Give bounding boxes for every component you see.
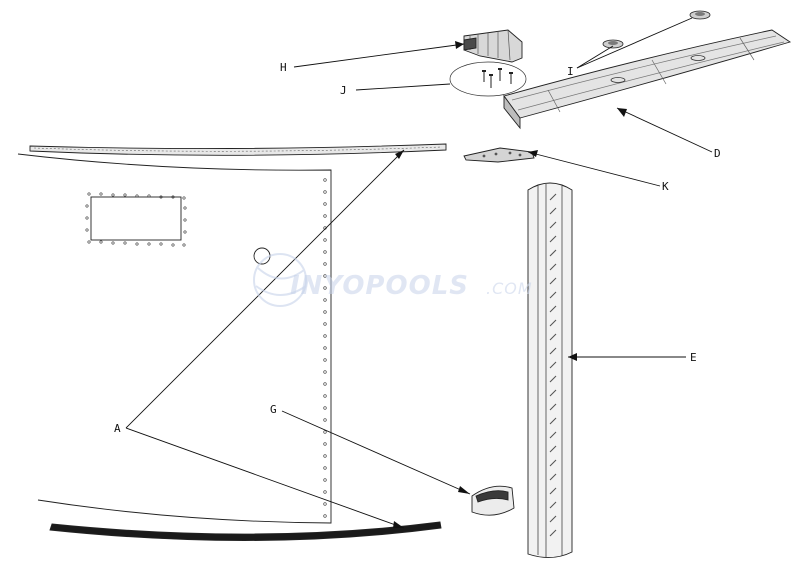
top-rail-part-a	[29, 143, 447, 156]
callout-i: I	[567, 65, 574, 78]
top-ledge-part-d	[503, 29, 792, 130]
pool-wall-panel	[17, 153, 332, 524]
leader-j	[355, 83, 451, 91]
bottom-plate-part-g	[471, 485, 515, 516]
leader-d	[616, 107, 713, 153]
upright-slot-pattern	[549, 193, 557, 537]
arrowhead-a-top	[395, 150, 404, 159]
leader-i-1	[576, 45, 614, 69]
callout-k: K	[662, 180, 669, 193]
screws-part-j	[449, 61, 527, 97]
leader-lines	[125, 17, 713, 529]
callout-j: J	[340, 84, 347, 97]
arrowhead-g	[458, 486, 470, 494]
leader-i-2	[576, 17, 693, 69]
screw-caps-part-i	[602, 10, 711, 49]
top-cap-part-h	[463, 29, 523, 63]
return-fitting-hole	[253, 247, 271, 265]
arrowhead-d	[617, 108, 627, 117]
arrowhead-k	[528, 150, 538, 157]
bracket-part-k	[463, 147, 535, 163]
skimmer-cutout	[85, 192, 187, 247]
arrowhead-a-bottom	[393, 521, 404, 528]
bottom-rail-part-a	[49, 521, 442, 541]
callout-d: D	[714, 147, 721, 160]
leader-g	[281, 410, 471, 495]
arrowheads	[393, 41, 627, 528]
callout-e: E	[690, 351, 697, 364]
leader-k	[527, 151, 661, 187]
leader-h	[293, 43, 465, 68]
arrowhead-e	[568, 353, 577, 361]
callout-labels: H J I D K E G A	[114, 61, 721, 435]
callout-g: G	[270, 403, 277, 416]
leader-a-top	[125, 149, 405, 429]
upright-part-e	[527, 182, 573, 558]
wall-bolt-holes	[323, 178, 327, 518]
leader-a-bottom	[125, 427, 405, 529]
callout-h: H	[280, 61, 287, 74]
arrowhead-h	[455, 41, 464, 49]
callout-a: A	[114, 422, 121, 435]
